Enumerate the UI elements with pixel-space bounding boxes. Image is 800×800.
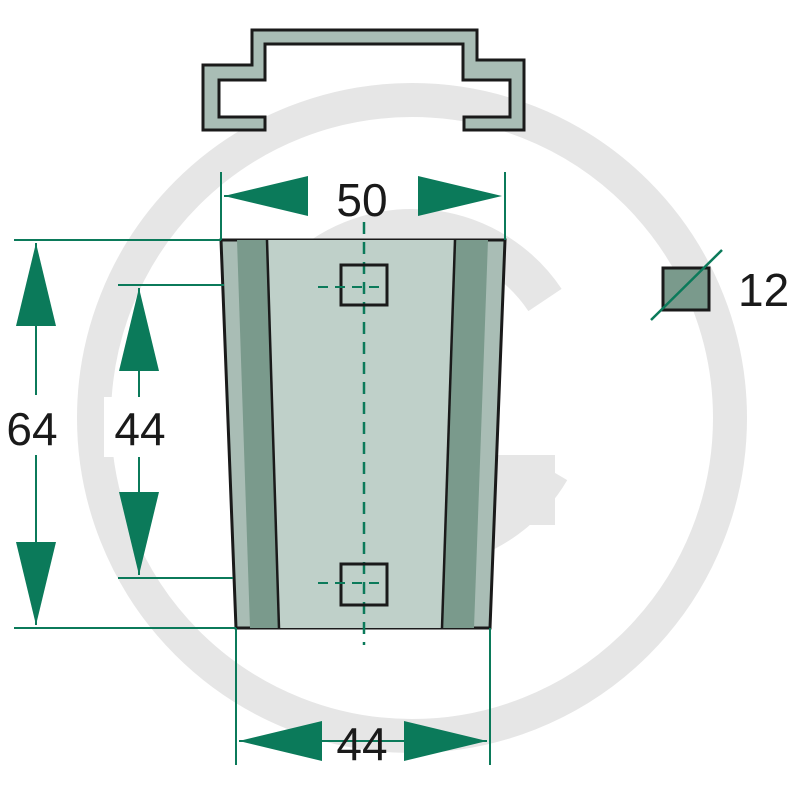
dimension-top-width: 50 — [224, 174, 502, 226]
lower-square-hole — [339, 562, 389, 607]
tapered-wear-plate — [219, 222, 507, 645]
square-hole-size-label: 12 — [738, 264, 789, 316]
channel-profile-icon — [201, 28, 526, 132]
dimension-label-bottom-width: 44 — [336, 718, 387, 770]
dimension-bottom-width: 44 — [239, 718, 487, 770]
extension-lines — [14, 172, 506, 765]
upper-square-hole — [339, 263, 389, 307]
dimension-total-height: 64 — [0, 243, 70, 625]
square-hole-icon — [661, 266, 711, 312]
dimension-label-total-height: 64 — [6, 403, 57, 455]
dimension-hole-spacing: 44 — [104, 288, 176, 575]
dimension-label-hole-spacing: 44 — [114, 403, 165, 455]
square-hole-legend: 12 — [650, 249, 789, 321]
dimension-label-top-width: 50 — [336, 174, 387, 226]
